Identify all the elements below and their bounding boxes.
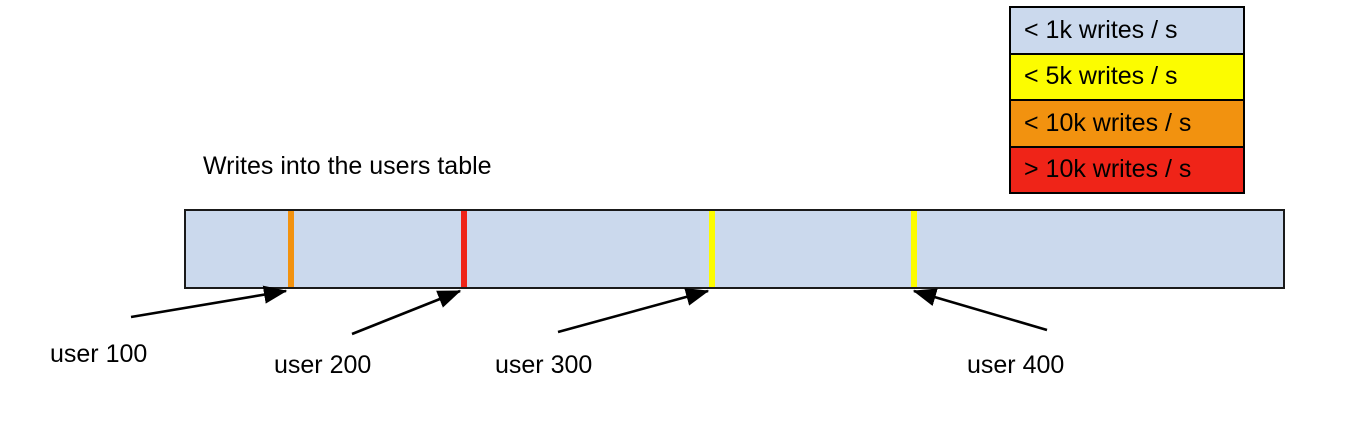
legend-row-lt-10k: < 10k writes / s	[1011, 101, 1243, 148]
stripe-user-400	[911, 211, 917, 287]
chart-title: Writes into the users table	[203, 152, 492, 180]
arrow-user-300	[557, 288, 710, 334]
arrow-user-100	[130, 285, 288, 319]
label-user-200: user 200	[274, 351, 372, 379]
label-user-300: user 300	[495, 351, 593, 379]
legend: < 1k writes / s < 5k writes / s < 10k wr…	[1009, 6, 1245, 194]
label-user-100: user 100	[50, 340, 148, 368]
legend-row-gt-10k: > 10k writes / s	[1011, 147, 1243, 192]
legend-label-lt-1k: < 1k writes / s	[1024, 15, 1178, 44]
stripe-user-300	[709, 211, 715, 287]
legend-label-lt-5k: < 5k writes / s	[1024, 62, 1178, 91]
legend-label-lt-10k: < 10k writes / s	[1024, 108, 1192, 137]
label-user-400: user 400	[967, 351, 1065, 379]
legend-row-lt-1k: < 1k writes / s	[1011, 8, 1243, 55]
users-table-bar	[184, 209, 1285, 289]
arrow-user-200	[351, 289, 462, 336]
stripe-user-100	[288, 211, 294, 287]
legend-row-lt-5k: < 5k writes / s	[1011, 54, 1243, 101]
arrow-user-400	[912, 288, 1048, 332]
legend-label-gt-10k: > 10k writes / s	[1024, 155, 1192, 184]
stripe-user-200	[461, 211, 467, 287]
